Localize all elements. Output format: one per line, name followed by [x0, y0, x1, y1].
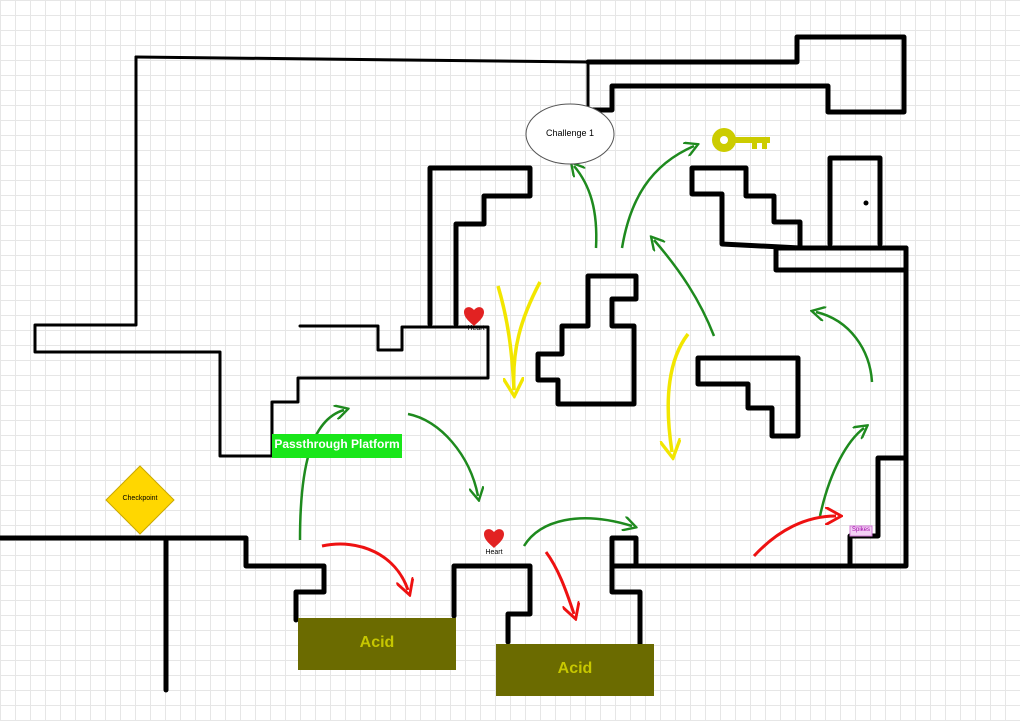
challenge-1-label: Challenge 1	[545, 128, 595, 138]
wall-floor-mid	[451, 563, 533, 645]
red-arrow	[321, 542, 408, 590]
spikes-tile	[849, 525, 873, 537]
challenge-1-marker	[525, 103, 615, 165]
heart-label: Heart	[485, 549, 503, 556]
green-arrow	[818, 428, 864, 517]
green-arrow	[574, 166, 598, 249]
wall-floor-right	[609, 563, 853, 647]
wall-floor-mid-right	[609, 535, 639, 569]
wall-door-frame	[827, 155, 883, 247]
acid-label: Acid	[359, 634, 395, 651]
green-arrow	[620, 146, 694, 249]
wall-top-right	[585, 34, 907, 115]
green-arrow	[816, 312, 874, 383]
acid-pool-right	[496, 644, 654, 696]
heart-icon	[464, 307, 484, 326]
checkpoint-diamond	[105, 465, 175, 535]
heart-label: Heart	[467, 325, 485, 332]
yellow-arrow	[496, 285, 514, 390]
green-arrow	[654, 240, 716, 337]
acid-pool-left	[298, 618, 456, 670]
checkpoint-label: Checkpoint	[122, 495, 158, 502]
acid-label: Acid	[557, 660, 593, 677]
door-knob-icon	[863, 200, 869, 206]
heart-icon	[484, 529, 504, 548]
wall-right-side	[847, 245, 909, 569]
yellow-arrow	[511, 281, 542, 391]
green-paths	[298, 146, 874, 547]
walls	[0, 34, 909, 693]
wall-stairs	[689, 165, 909, 273]
wall-left-step-column	[427, 165, 533, 327]
green-arrow	[407, 412, 478, 496]
passthrough-platform-label: Passthrough Platform	[274, 437, 400, 451]
passthrough-platform	[272, 434, 402, 458]
wall-outer-top	[134, 55, 590, 112]
red-arrow	[544, 551, 574, 614]
wall-right-block	[695, 355, 801, 439]
yellow-paths	[496, 281, 690, 452]
green-arrow	[522, 518, 632, 547]
wall-center-block	[535, 273, 639, 407]
red-paths	[321, 516, 836, 614]
green-arrow	[298, 410, 344, 541]
red-arrow	[752, 516, 836, 558]
key-icon	[712, 128, 770, 152]
spikes-label: Spikes	[851, 527, 870, 533]
yellow-arrow	[668, 332, 690, 452]
wall-top-left	[33, 55, 490, 458]
wall-floor-left	[0, 535, 327, 623]
